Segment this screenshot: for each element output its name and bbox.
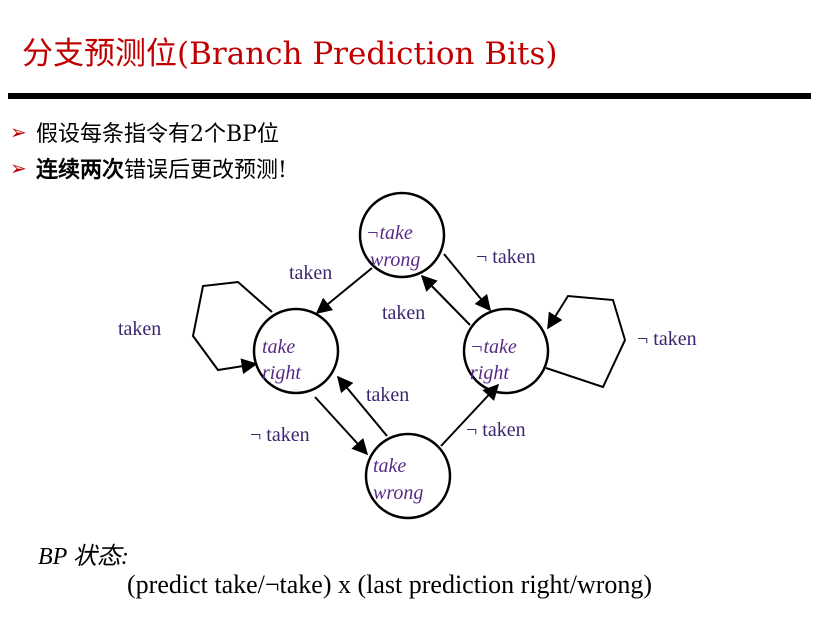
slide-title: 分支预测位(Branch Prediction Bits) — [22, 36, 558, 72]
edge-label-bottom-to-right: ¬ taken — [466, 419, 526, 441]
bullet-arrow-icon: ➢ — [10, 156, 27, 180]
bullet-text: 连续两次错误后更改预测! — [36, 152, 287, 184]
edge-self-loop-right — [545, 294, 627, 389]
bullet-plain-text: 假设每条指令有2个BP位 — [36, 122, 279, 147]
state-not-take-right — [462, 307, 550, 395]
edge-label-left-to-bottom: ¬ taken — [250, 424, 310, 446]
bullet-bold-text: 连续两次 — [36, 157, 125, 183]
node-bottom-line2: wrong — [373, 482, 423, 504]
node-right-line1: ¬take — [470, 336, 517, 358]
edge-left-to-bottom — [314, 396, 369, 456]
edge-label-right-to-top: taken — [382, 302, 425, 324]
edge-label-top-to-right: ¬ taken — [476, 246, 536, 268]
bullet-arrow-icon: ➢ — [10, 120, 27, 144]
edge-bottom-to-right — [440, 383, 500, 447]
state-take-wrong — [364, 432, 452, 520]
bullet-item-1: ➢ 假设每条指令有2个BP位 — [10, 116, 279, 148]
state-not-take-wrong — [358, 191, 446, 279]
edge-bottom-to-left — [336, 375, 388, 437]
node-left-line2: right — [262, 362, 301, 384]
edge-top-to-left — [315, 267, 373, 315]
bullet-text: 假设每条指令有2个BP位 — [36, 116, 279, 148]
edge-self-loop-left — [191, 280, 273, 375]
edge-label-bottom-to-left: taken — [366, 384, 409, 406]
edge-right-to-top — [420, 274, 471, 326]
edge-label-self-right: ¬ taken — [637, 328, 697, 350]
node-right-line2: right — [470, 362, 509, 384]
edge-label-self-left: taken — [118, 318, 161, 340]
edge-top-to-right — [443, 253, 492, 312]
bullet-plain-text: 错误后更改预测! — [124, 158, 287, 183]
node-top-line2: wrong — [370, 249, 420, 271]
bp-state-label: BP 状态: — [38, 544, 129, 570]
state-take-right — [252, 307, 340, 395]
node-top-line1: ¬take — [366, 222, 413, 244]
node-left-line1: take — [262, 336, 295, 358]
edge-label-top-to-left: taken — [289, 262, 332, 284]
bullet-item-2: ➢ 连续两次错误后更改预测! — [10, 152, 287, 184]
node-bottom-line1: take — [373, 455, 406, 477]
bp-state-formula: (predict take/¬take) x (last prediction … — [127, 570, 653, 599]
title-divider — [8, 93, 811, 99]
